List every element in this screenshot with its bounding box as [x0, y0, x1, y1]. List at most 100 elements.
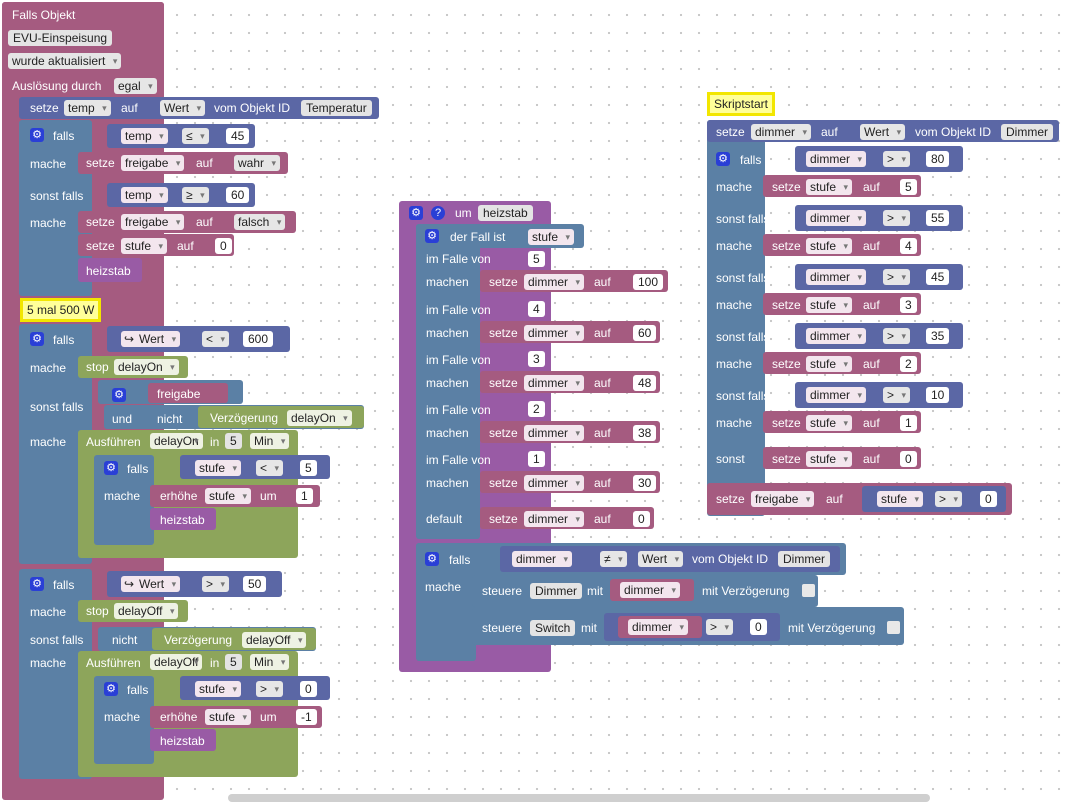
help-icon[interactable]: ? — [431, 206, 445, 220]
var-stufe-dropdown[interactable]: stufe — [806, 451, 853, 467]
number-value[interactable]: 50 — [243, 576, 267, 592]
var-freigabe-dropdown[interactable]: freigabe — [121, 214, 185, 230]
call-heizstab-block[interactable] — [78, 258, 142, 282]
var-dimmer-dropdown[interactable]: dimmer — [512, 551, 573, 567]
number-value[interactable]: 0 — [900, 451, 917, 467]
number-value[interactable]: 5 — [300, 460, 317, 476]
var-dimmer-dropdown[interactable]: dimmer — [524, 511, 585, 527]
number-value[interactable]: -1 — [296, 709, 317, 725]
delay-checkbox[interactable] — [802, 584, 815, 597]
wert-dropdown[interactable]: Wert — [860, 124, 906, 140]
delayoff-dropdown[interactable]: delayOff — [114, 603, 179, 619]
number-value[interactable]: 100 — [633, 274, 664, 290]
var-stufe-dropdown[interactable]: stufe — [195, 681, 242, 697]
case-value[interactable]: 1 — [528, 451, 545, 467]
var-dimmer-dropdown[interactable]: dimmer — [524, 375, 585, 391]
number-value[interactable]: 4 — [900, 238, 917, 254]
op-dropdown[interactable]: > — [256, 681, 284, 697]
op-dropdown[interactable]: > — [883, 151, 911, 167]
var-freigabe-dropdown[interactable]: freigabe — [121, 155, 185, 171]
gear-icon[interactable]: ⚙ — [425, 552, 439, 566]
op-dropdown[interactable]: > — [935, 491, 963, 507]
var-dimmer-dropdown[interactable]: dimmer — [806, 269, 867, 285]
op-dropdown[interactable]: > — [706, 619, 734, 635]
var-stufe-dropdown[interactable]: stufe — [806, 297, 853, 313]
object-dimmer[interactable]: Dimmer — [1001, 124, 1053, 140]
number-value[interactable]: 60 — [633, 325, 657, 341]
var-dimmer-dropdown[interactable]: dimmer — [524, 425, 585, 441]
var-stufe-dropdown[interactable]: stufe — [806, 238, 853, 254]
case-value[interactable]: 4 — [528, 301, 545, 317]
var-dimmer-dropdown[interactable]: dimmer — [806, 210, 867, 226]
var-stufe-dropdown[interactable]: stufe — [806, 415, 853, 431]
var-dimmer-dropdown[interactable]: dimmer — [620, 582, 681, 598]
op-dropdown[interactable]: > — [883, 269, 911, 285]
number-value[interactable]: 45 — [926, 269, 950, 285]
comment-skriptstart[interactable]: Skriptstart — [707, 92, 776, 116]
op-dropdown[interactable]: < — [202, 331, 230, 347]
trigger-event[interactable]: wurde aktualisiert — [8, 53, 122, 69]
number-value[interactable]: 10 — [926, 387, 950, 403]
op-dropdown[interactable]: < — [256, 460, 284, 476]
op-dropdown[interactable]: > — [883, 328, 911, 344]
var-dimmer-dropdown[interactable]: dimmer — [628, 619, 689, 635]
delay-checkbox[interactable] — [887, 621, 900, 634]
wert-input-dropdown[interactable]: Wert — [121, 576, 181, 592]
op-dropdown[interactable]: ≠ — [600, 551, 627, 567]
number-value[interactable]: 35 — [926, 328, 950, 344]
var-dimmer-dropdown[interactable]: dimmer — [524, 274, 585, 290]
number-value[interactable]: 0 — [980, 491, 997, 507]
gear-icon[interactable]: ⚙ — [112, 388, 126, 402]
gear-icon[interactable]: ⚙ — [30, 128, 44, 142]
gear-icon[interactable]: ⚙ — [30, 577, 44, 591]
number-value[interactable]: 30 — [633, 475, 657, 491]
call-heizstab-block[interactable] — [150, 729, 216, 751]
op-dropdown[interactable]: > — [883, 387, 911, 403]
wert-input-dropdown[interactable]: Wert — [121, 331, 181, 347]
case-value[interactable]: 2 — [528, 401, 545, 417]
var-temp-dropdown[interactable]: temp — [64, 100, 111, 116]
bool-dropdown[interactable]: wahr — [234, 155, 281, 171]
number-value[interactable]: 0 — [750, 619, 767, 635]
number-value[interactable]: 5 — [225, 654, 242, 670]
var-temp-dropdown[interactable]: temp — [121, 187, 168, 203]
op-dropdown[interactable]: ≥ — [182, 187, 209, 203]
var-stufe-dropdown[interactable]: stufe — [806, 179, 853, 195]
var-stufe-dropdown[interactable]: stufe — [195, 460, 242, 476]
gear-icon[interactable]: ⚙ — [104, 682, 118, 696]
gear-icon[interactable]: ⚙ — [104, 461, 118, 475]
var-temp-dropdown[interactable]: temp — [121, 128, 168, 144]
number-value[interactable]: 1 — [296, 488, 313, 504]
number-value[interactable]: 48 — [633, 375, 657, 391]
number-value[interactable]: 3 — [900, 297, 917, 313]
object-dimmer[interactable]: Dimmer — [778, 551, 830, 567]
delayon-dropdown[interactable]: delayOn — [114, 359, 179, 375]
gear-icon[interactable]: ⚙ — [716, 152, 730, 166]
var-dimmer-dropdown[interactable]: dimmer — [524, 325, 585, 341]
number-value[interactable]: 38 — [633, 425, 657, 441]
bool-dropdown[interactable]: falsch — [234, 214, 286, 230]
object-dimmer[interactable]: Dimmer — [530, 583, 582, 599]
number-value[interactable]: 55 — [926, 210, 950, 226]
var-dimmer-dropdown[interactable]: dimmer — [806, 151, 867, 167]
object-switch[interactable]: Switch — [530, 620, 576, 636]
call-heizstab-block[interactable] — [150, 508, 216, 530]
delayon-dropdown[interactable]: delayOn — [150, 433, 203, 449]
number-value[interactable]: 5 — [225, 433, 242, 449]
delayoff-dropdown[interactable]: delayOff — [150, 654, 203, 670]
wert-dropdown[interactable]: Wert — [638, 551, 684, 567]
var-stufe-dropdown[interactable]: stufe — [121, 238, 168, 254]
horizontal-scrollbar[interactable] — [228, 794, 930, 802]
case-value[interactable]: 5 — [528, 251, 545, 267]
number-value[interactable]: 60 — [226, 187, 250, 203]
op-dropdown[interactable]: > — [202, 576, 230, 592]
delayoff-dropdown[interactable]: delayOff — [242, 632, 307, 648]
function-name[interactable]: heizstab — [478, 205, 533, 221]
number-value[interactable]: 600 — [243, 331, 274, 347]
wert-dropdown[interactable]: Wert — [160, 100, 206, 116]
var-stufe-dropdown[interactable]: stufe — [205, 709, 252, 725]
var-dimmer-dropdown[interactable]: dimmer — [524, 475, 585, 491]
number-value[interactable]: 45 — [226, 128, 250, 144]
trigger-ausloesung-value[interactable]: egal — [114, 78, 157, 94]
case-value[interactable]: 3 — [528, 351, 545, 367]
